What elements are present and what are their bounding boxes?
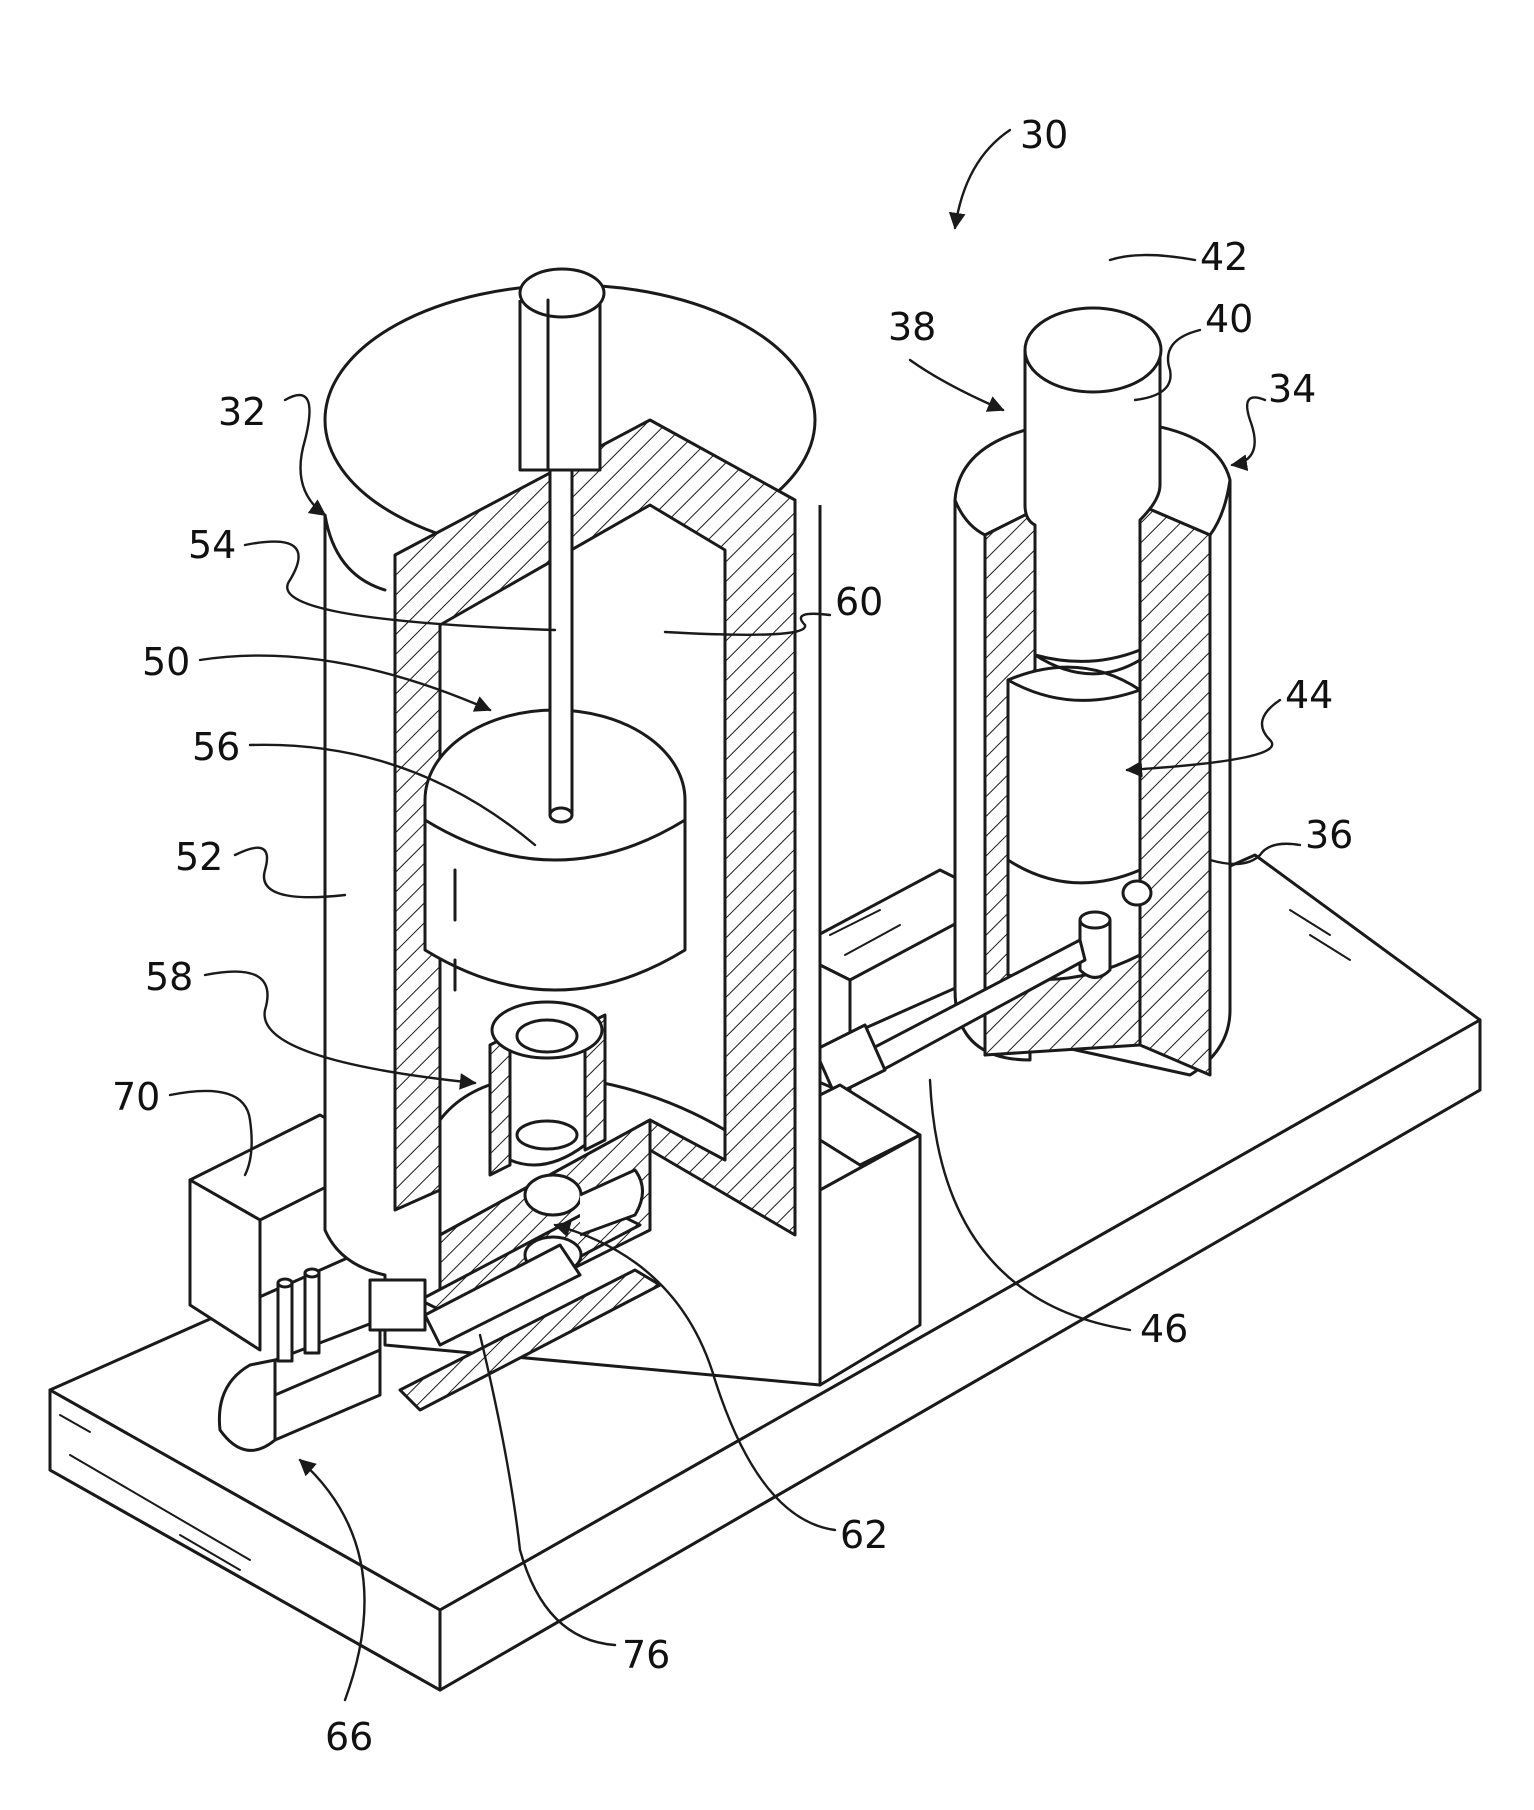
ref-44: 44 (1285, 673, 1333, 717)
leader-38 (910, 360, 1003, 410)
ref-38: 38 (888, 305, 936, 349)
ref-76: 76 (622, 1633, 670, 1677)
ref-32: 32 (218, 390, 266, 434)
right-cylinder (955, 308, 1230, 1075)
ref-62: 62 (840, 1513, 888, 1557)
leader-34 (1232, 398, 1265, 466)
leader-30 (955, 130, 1010, 228)
leader-32 (285, 395, 325, 515)
ref-60: 60 (835, 580, 883, 624)
ref-50: 50 (142, 640, 190, 684)
ref-58: 58 (145, 955, 193, 999)
ref-30: 30 (1020, 113, 1068, 157)
ref-54: 54 (188, 523, 236, 567)
ref-70: 70 (112, 1075, 160, 1119)
ref-56: 56 (192, 725, 240, 769)
ref-40: 40 (1205, 297, 1253, 341)
ref-34: 34 (1268, 367, 1316, 411)
ref-46: 46 (1140, 1307, 1188, 1351)
leader-42 (1110, 255, 1195, 260)
ref-52: 52 (175, 835, 223, 879)
ref-36: 36 (1305, 813, 1353, 857)
ref-42: 42 (1200, 235, 1248, 279)
left-cylinder (219, 269, 820, 1450)
ref-66: 66 (325, 1715, 373, 1759)
